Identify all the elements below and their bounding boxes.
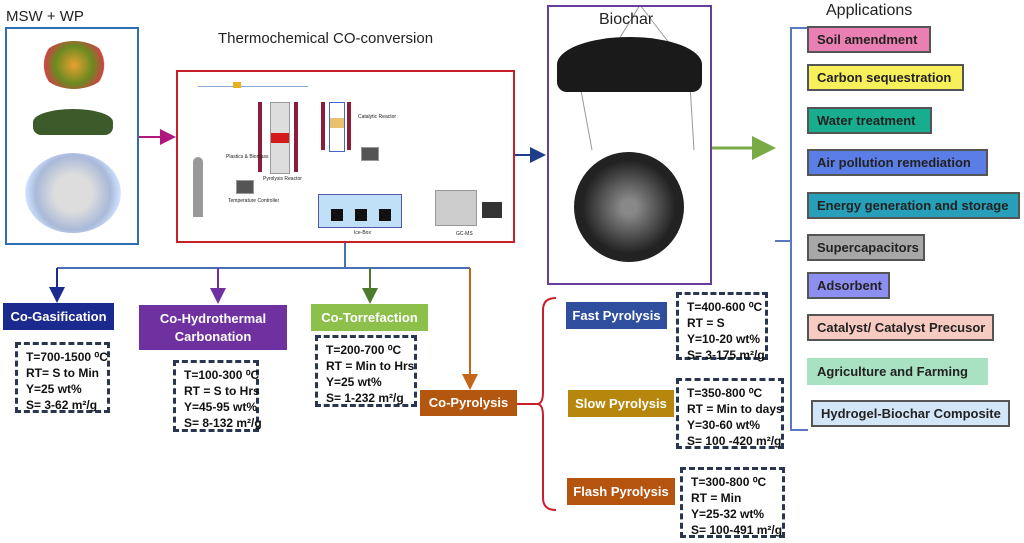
process-title: Thermochemical CO-conversion [218, 30, 434, 47]
param-line: RT = S to Hrs [184, 384, 260, 398]
label-ice-box: Ice-Box [354, 230, 371, 236]
param-line: T=200-700 ⁰C [326, 343, 402, 357]
feedstock-box [5, 27, 139, 245]
param-line: S= 8-132 m²/g [184, 416, 262, 430]
label-gcms: GC-MS [456, 231, 473, 237]
valve-icon [233, 82, 241, 88]
method-branch [57, 241, 470, 269]
biochar-micrograph-image [574, 152, 684, 262]
process-schematic: Catalytic Reactor Plastics & Biomass Pyr… [176, 70, 515, 243]
param-line: S= 100 -420 m²/g [687, 434, 782, 448]
feedstock-title: MSW + WP [6, 8, 84, 25]
plastic-waste-image [25, 153, 121, 233]
method-label: Co-Gasification [3, 303, 114, 330]
param-line: S= 3-62 m²/g [26, 398, 98, 412]
application-item: Supercapacitors [807, 234, 925, 261]
param-line: S= 100-491 m²/g [691, 523, 783, 537]
param-line: Y=30-60 wt% [687, 418, 761, 432]
param-line: T=350-800 ⁰C [687, 386, 763, 400]
msw-image [39, 41, 109, 89]
temperature-controller-icon [236, 180, 254, 194]
label-plastics-biomass: Plastics & Biomass [226, 154, 269, 160]
application-item: Hydrogel-Biochar Composite [811, 400, 1010, 427]
application-item: Carbon sequestration [807, 64, 964, 91]
application-item: Agriculture and Farming [807, 358, 988, 385]
pyrolysis-brace [536, 297, 557, 511]
application-item: Energy generation and storage [807, 192, 1020, 219]
applications-bracket [775, 27, 808, 431]
ice-box-icon [318, 194, 402, 228]
method-label: Co-Hydrothermal Carbonation [139, 305, 287, 350]
catalytic-reactor-icon [329, 102, 345, 152]
application-item: Soil amendment [807, 26, 931, 53]
param-line: RT = S [687, 316, 725, 330]
monitor-icon [482, 202, 502, 218]
param-line: Y=25 wt% [26, 382, 82, 396]
application-item: Water treatment [807, 107, 932, 134]
wood-powder-image [33, 109, 113, 135]
param-line: Y=25 wt% [326, 375, 382, 389]
gas-cylinder-icon [193, 157, 203, 217]
application-item: Adsorbent [807, 272, 890, 299]
application-item: Air pollution remediation [807, 149, 988, 176]
param-line: RT = Min [691, 491, 742, 505]
label-pyrolysis-reactor: Pyrolysis Reactor [263, 176, 302, 182]
applications-title: Applications [826, 2, 913, 19]
pyrolysis-type-label: Flash Pyrolysis [567, 478, 675, 505]
pyrolysis-params-box: T=400-600 ⁰C RT = S Y=10-20 wt% S= 3-175 m²… [676, 292, 768, 362]
param-line: T=700-1500 ⁰C [26, 350, 108, 364]
application-item: Catalyst/ Catalyst Precusor [807, 314, 994, 341]
biochar-box: Biochar [547, 5, 712, 285]
biochar-pile-image [557, 37, 702, 92]
param-line: T=100-300 ⁰C [184, 368, 260, 382]
param-line: RT= S to Min [26, 366, 99, 380]
pyrolysis-type-label: Fast Pyrolysis [566, 302, 667, 329]
param-line: RT = Min to Hrs [326, 359, 415, 373]
method-label: Co-Pyrolysis [420, 390, 517, 416]
param-line: Y=10-20 wt% [687, 332, 761, 346]
method-label: Co-Torrefaction [311, 304, 428, 331]
param-line: S= 3-175 m²/g [687, 348, 765, 362]
param-line: T=400-600 ⁰C [687, 300, 763, 314]
param-line: T=300-800 ⁰C [691, 475, 767, 489]
pyrolysis-reactor-icon [270, 102, 290, 174]
label-temperature-controller: Temperature Controller [228, 198, 280, 204]
biochar-title: Biochar [599, 11, 654, 28]
gcms-icon [435, 190, 477, 226]
param-line: S= 1-232 m²/g [326, 391, 404, 405]
param-line: Y=25-32 wt% [691, 507, 765, 521]
label-catalytic-reactor: Catalytic Reactor [358, 114, 397, 120]
pyrolysis-type-label: Slow Pyrolysis [568, 390, 674, 417]
controller-icon [361, 147, 379, 161]
param-line: RT = Min to days [687, 402, 783, 416]
param-line: Y=45-95 wt% [184, 400, 258, 414]
